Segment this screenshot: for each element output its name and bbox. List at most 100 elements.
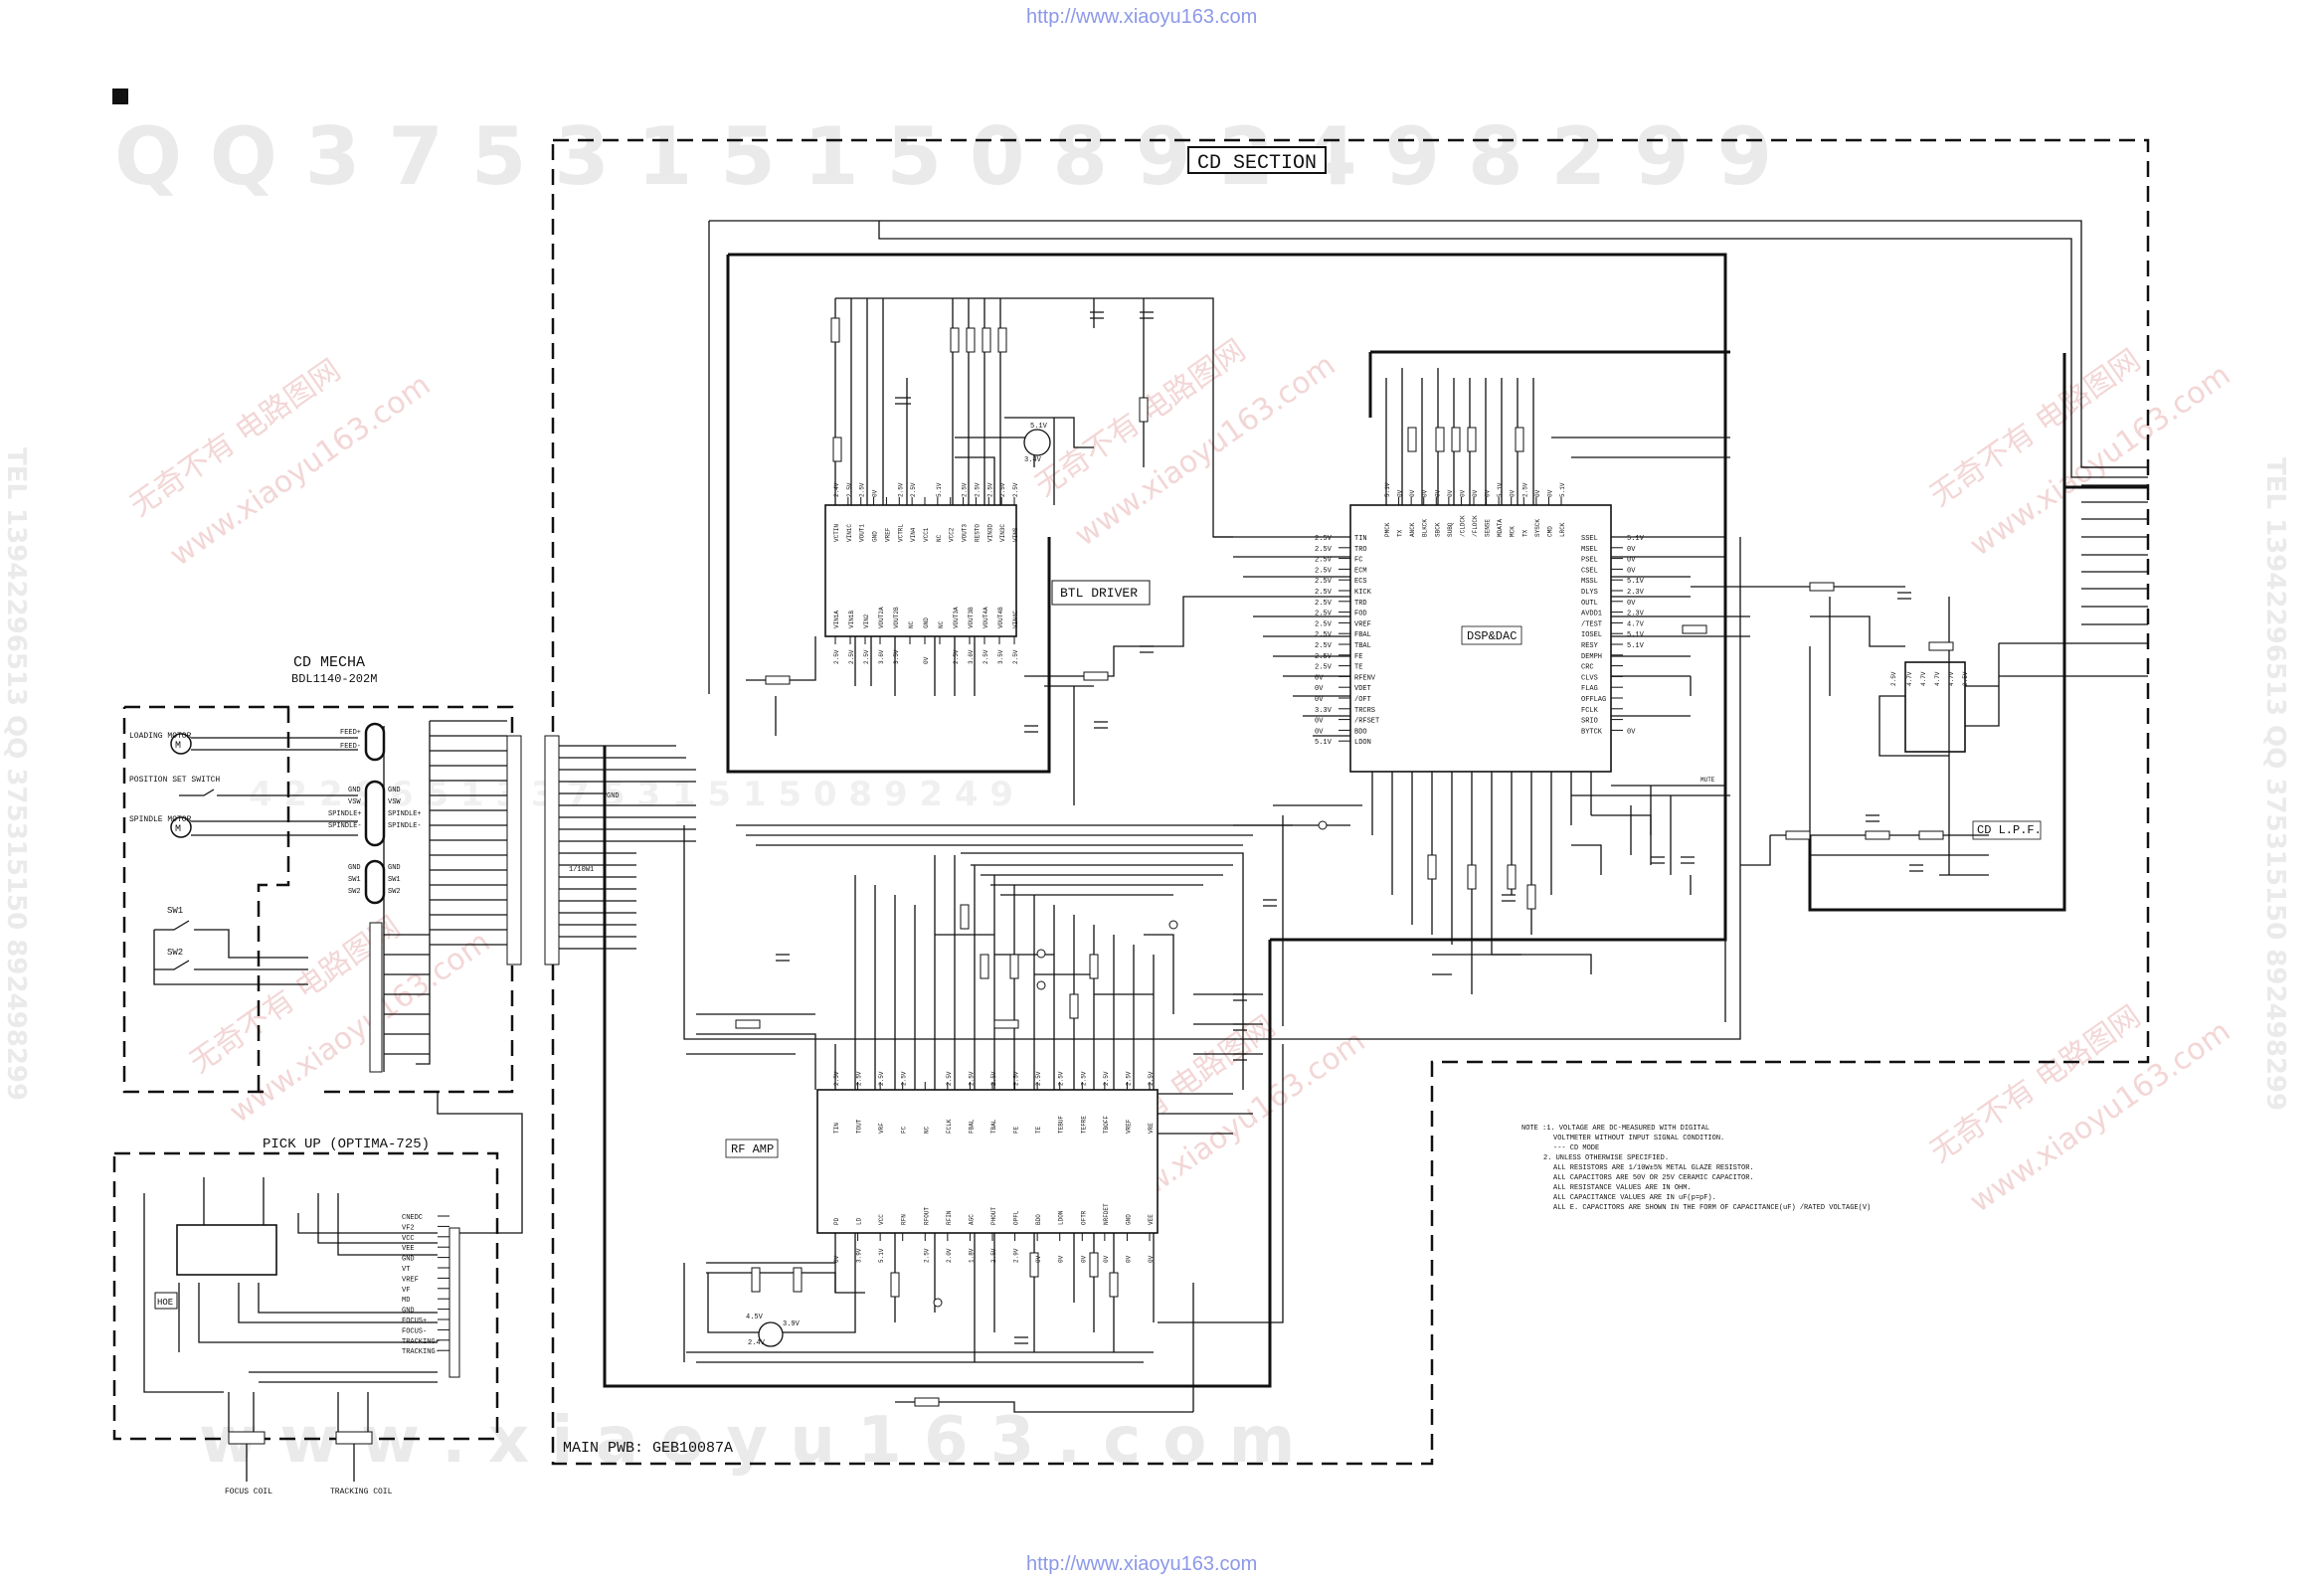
- note-line-1: VOLTMETER WITHOUT INPUT SIGNAL CONDITION…: [1553, 1135, 1724, 1142]
- rf-top-voltage: 2.5V: [1103, 1071, 1110, 1086]
- footer-url: http://www.xiaoyu163.com: [1026, 1553, 1258, 1575]
- rf-top-pin: TBOFF: [1103, 1116, 1110, 1134]
- btl-top-pin: VREF: [884, 527, 891, 542]
- dsp-left-pin: TIN: [1354, 535, 1367, 543]
- rf-bottom-voltage: 0V: [1148, 1255, 1155, 1263]
- mecha-connector-2: [364, 780, 386, 847]
- pickup-pin: GND: [402, 1256, 415, 1264]
- lpf-voltage: 2.5V: [1890, 671, 1897, 686]
- note-line-4: ALL RESISTORS ARE 1/10W±5% METAL GLAZE R…: [1553, 1164, 1754, 1172]
- res-value-label: 1/10W1: [569, 866, 594, 874]
- rf-bottom-voltage: 0V: [1125, 1255, 1132, 1263]
- dsp-left-voltage: 2.5V: [1315, 620, 1333, 628]
- loading-motor-icon: [170, 733, 192, 755]
- dsp-left-voltage: 2.5V: [1315, 546, 1333, 554]
- svg-text:GND: GND: [348, 864, 361, 872]
- dsp-top-voltage: 0V: [1434, 489, 1441, 497]
- q2-voltage-2: 3.9V: [783, 1320, 801, 1328]
- pickup-pin: VEE: [402, 1245, 415, 1253]
- dsp-left-pin: ECM: [1354, 567, 1367, 575]
- dsp-right-pin: CLVS: [1581, 674, 1598, 682]
- dsp-top-voltage: 2.5V: [1521, 482, 1528, 497]
- dsp-top-pin: ANCK: [1409, 522, 1416, 537]
- dsp-top-pin: PMCK: [1384, 522, 1391, 537]
- dsp-left-voltage: 2.5V: [1315, 557, 1333, 565]
- rf-top-voltage: 2.5V: [1058, 1071, 1065, 1086]
- note-line-8: ALL E. CAPACITORS ARE SHOWN IN THE FORM …: [1553, 1204, 1871, 1212]
- btl-bottom-pin: VOUT3B: [968, 607, 975, 628]
- rf-amp-ic: RF AMP: [725, 1089, 1159, 1234]
- rf-top-voltage: 2.5V: [833, 1071, 840, 1086]
- btl-bottom-voltage: 2.5V: [983, 649, 989, 664]
- output-lines: [1999, 466, 2148, 677]
- rf-bottom-pin: VEE: [1148, 1214, 1155, 1225]
- rf-bottom-voltage: 2.9V: [1013, 1248, 1020, 1263]
- rf-top-pin: TEBUF: [1058, 1116, 1065, 1134]
- hoe-box: [154, 1292, 178, 1310]
- dsp-top-voltage: 0V: [1447, 489, 1454, 497]
- svg-text:FEED+: FEED+: [340, 729, 361, 737]
- lpf-voltage: 4.7V: [1906, 671, 1913, 686]
- svg-text:SPINDLE+: SPINDLE+: [388, 810, 422, 818]
- btl-top-pin: VCTIN: [833, 524, 840, 542]
- btl-bottom-voltage: 3.6V: [968, 649, 975, 664]
- rf-bottom-pin: AGC: [968, 1214, 975, 1225]
- dsp-left-pin: LDON: [1354, 739, 1371, 747]
- dsp-right-pin: CSEL: [1581, 567, 1598, 575]
- btl-top-pin: VCC2: [949, 527, 956, 542]
- btl-top-pin: VIN3C: [999, 524, 1006, 542]
- btl-bottom-pin: VIN4C: [1012, 611, 1019, 628]
- rf-bottom-voltage: 0V: [1058, 1255, 1065, 1263]
- spindle-motor-label: SPINDLE MOTOR: [129, 815, 192, 824]
- watermark-side-left: TEL 13942296513 QQ 375315150 892498299: [1, 447, 31, 1101]
- btl-top-voltage: 2.5V: [859, 482, 866, 497]
- svg-text:SW2: SW2: [348, 888, 361, 896]
- btl-driver-label: BTL DRIVER: [1060, 586, 1138, 601]
- dsp-top-voltage: 0V: [1422, 489, 1429, 497]
- tracking-coil-label: TRACKING COIL: [330, 1488, 393, 1496]
- btl-bottom-pin: NC: [908, 620, 915, 628]
- svg-text:SPINDLE-: SPINDLE-: [388, 822, 422, 830]
- pickup-pin-labels: CNEDCVF2VCCVEEGNDVTVREFVFMDGNDFOCUS+FOCU…: [402, 1214, 449, 1356]
- main-connector: GND 1/10W1: [506, 735, 696, 966]
- dsp-top-pin: TX: [1521, 529, 1528, 537]
- pickup-pin: TRACKING-: [402, 1348, 440, 1356]
- btl-top-voltage: 2.5V: [999, 482, 1006, 497]
- svg-text:SW1: SW1: [388, 876, 401, 884]
- rf-top-pin: FBAL: [968, 1119, 975, 1134]
- cd-section-border: [551, 138, 2150, 1466]
- svg-text:SPINDLE+: SPINDLE+: [328, 810, 362, 818]
- pickup-border: [112, 1151, 499, 1441]
- top-signal-frame: [709, 220, 2148, 468]
- svg-text:M: M: [175, 824, 181, 835]
- dsp-left-voltage: 0V: [1315, 718, 1324, 726]
- dsp-left-pin: /OFT: [1354, 696, 1371, 704]
- svg-text:VSW: VSW: [348, 798, 361, 806]
- flat-cable-connector: [369, 922, 383, 1073]
- dsp-left-pin: TBAL: [1354, 642, 1371, 650]
- btl-top-voltage: 2.5V: [1012, 482, 1019, 497]
- rf-top-voltage: 2.5V: [1013, 1071, 1020, 1086]
- dsp-left-pin: TRO: [1354, 546, 1367, 554]
- dsp-top-pin: MDATA: [1497, 519, 1504, 537]
- rf-bottom-pin: GND: [1125, 1214, 1132, 1225]
- dsp-right-voltage: 0V: [1627, 546, 1636, 554]
- dsp-left-voltage: 2.5V: [1315, 631, 1333, 639]
- watermark-mid-row: 4 2 2 9 6 5 1 3 3 7 5 3 1 5 1 5 0 8 9 2 …: [249, 775, 1013, 814]
- btl-bottom-voltage: 2.5V: [833, 649, 840, 664]
- rf-top-voltage: 2.5V: [901, 1071, 908, 1086]
- ground-bus: [603, 746, 1272, 1388]
- rf-bottom-voltage: 1.8V: [968, 1248, 975, 1263]
- rf-bottom-pin: LDON: [1058, 1210, 1065, 1225]
- dsp-top-voltage: 0V: [1546, 489, 1553, 497]
- dsp-right-pin: SSEL: [1581, 535, 1598, 543]
- dsp-left-pin: VDET: [1354, 685, 1371, 693]
- dsp-left-voltage: 2.5V: [1315, 664, 1333, 672]
- dsp-right-pin: SRIO: [1581, 718, 1598, 726]
- watermark-top-row: Q Q 3 7 5 3 1 5 1 5 0 8 9 2 4 9 8 2 9 9: [114, 110, 1772, 203]
- dsp-right-voltage: 0V: [1627, 557, 1636, 565]
- dsp-left-voltage: 2.5V: [1315, 653, 1333, 661]
- rf-top-pin: TOUT: [856, 1119, 863, 1134]
